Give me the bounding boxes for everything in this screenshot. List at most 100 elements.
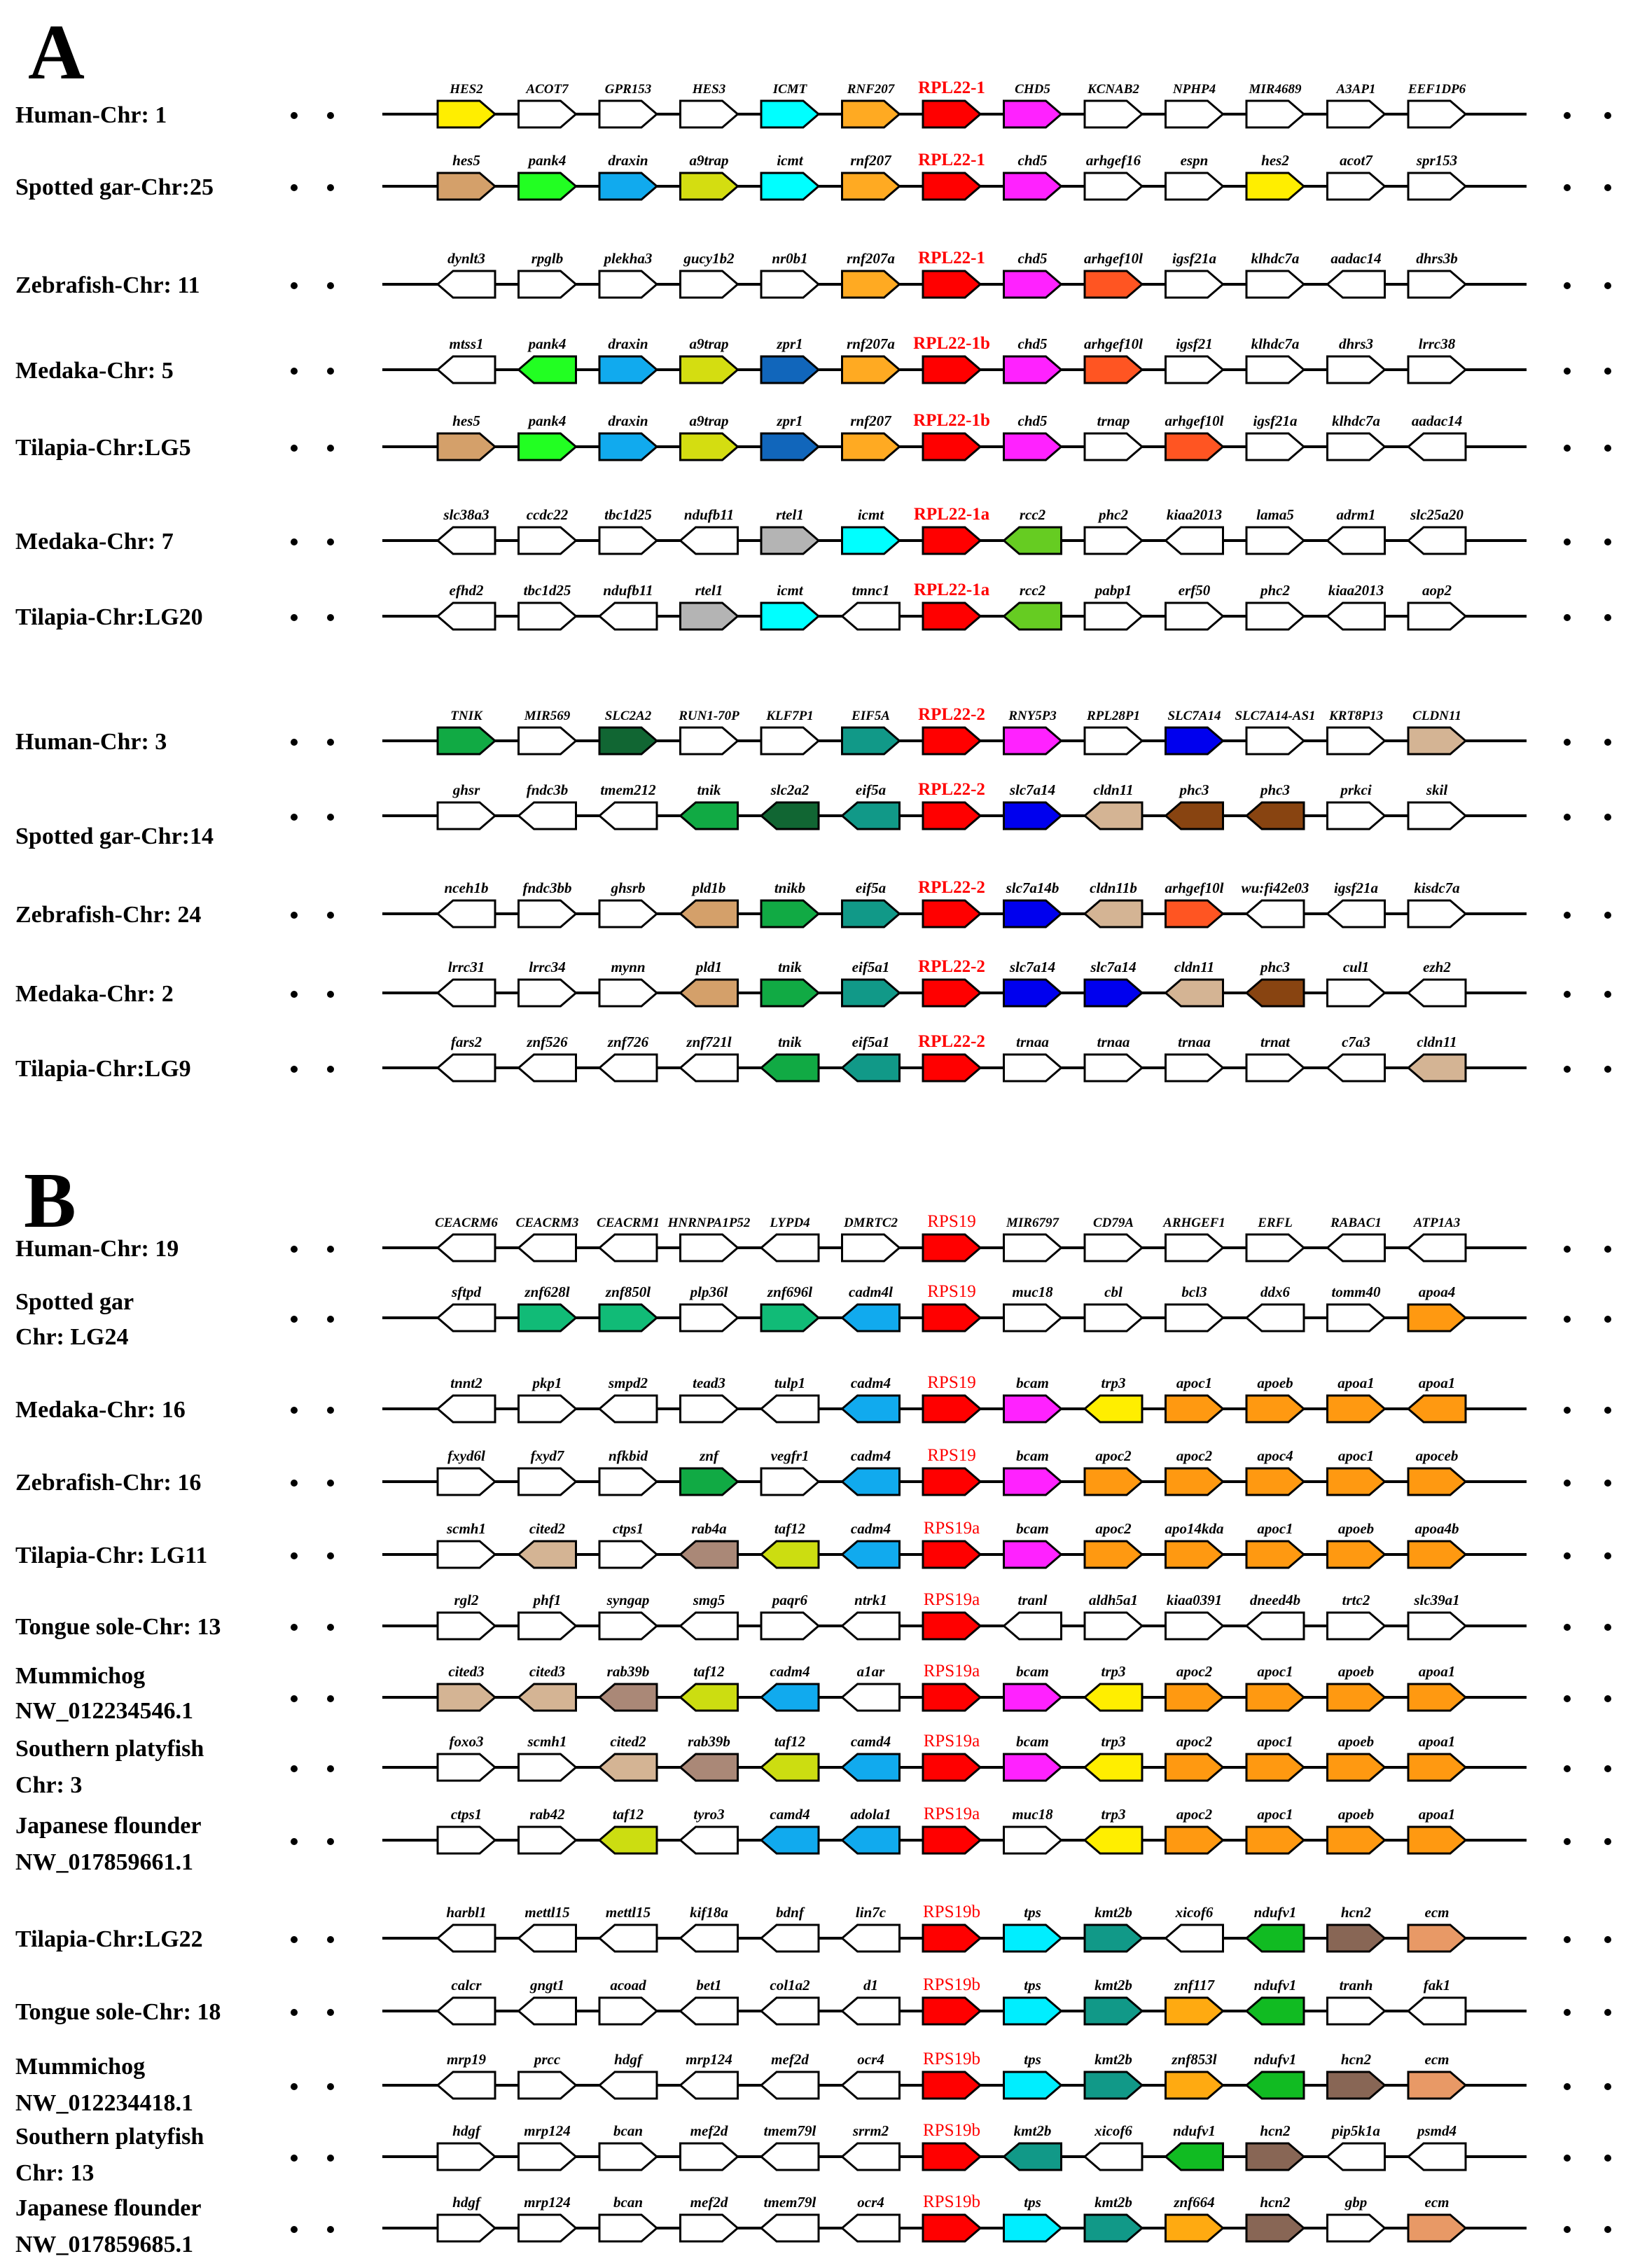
gene-label: chd5	[1018, 152, 1048, 169]
gene-label: nceh1b	[445, 879, 489, 896]
gene-label: ndufb11	[684, 506, 734, 523]
gene-arrow	[840, 801, 901, 830]
gene-label: igsf21a	[1334, 879, 1378, 896]
gene-arrow	[679, 1233, 739, 1262]
ellipsis-dot	[291, 282, 298, 289]
ellipsis-dot	[327, 912, 334, 919]
gene-arrow	[922, 1923, 982, 1953]
gene-label: kif18a	[690, 1904, 728, 1921]
gene-arrow	[679, 1540, 739, 1569]
gene-label: apoc1	[1338, 1447, 1374, 1464]
gene-arrow	[1407, 355, 1468, 384]
gene-arrow	[1407, 1611, 1468, 1641]
gene-label: cadm4	[851, 1447, 891, 1464]
gene-label: taf12	[693, 1663, 725, 1680]
gene-label: icmt	[858, 506, 884, 523]
species-label: Southern platyfish	[15, 1736, 204, 1762]
gene-arrow	[598, 978, 659, 1008]
ellipsis-dot	[327, 184, 334, 191]
gene-arrow	[1245, 2213, 1306, 2243]
gene-arrow	[1083, 1394, 1144, 1424]
gene-arrow	[1165, 99, 1225, 129]
gene-label: tbc1d25	[604, 506, 652, 523]
ellipsis-dot	[291, 1552, 298, 1559]
gene-label: prcc	[533, 2051, 561, 2068]
gene-arrow	[436, 899, 496, 928]
gene-label: ecm	[1425, 1904, 1450, 1921]
gene-arrow	[1245, 1053, 1306, 1083]
gene-label: apoc2	[1176, 1447, 1213, 1464]
gene-arrow	[1083, 1053, 1144, 1083]
gene-arrow	[759, 2213, 820, 2243]
gene-arrow	[922, 1683, 982, 1712]
gene-label: slc7a14	[1009, 959, 1055, 975]
gene-label: aldh5a1	[1089, 1592, 1138, 1608]
gene-label: ecm	[1425, 2194, 1450, 2211]
gene-arrow	[517, 899, 578, 928]
gene-label: CEACRM6	[435, 1216, 498, 1230]
gene-label: znf853l	[1171, 2051, 1216, 2068]
gene-label: skil	[1426, 781, 1448, 798]
gene-arrow	[1326, 1303, 1387, 1333]
gene-label: spr153	[1416, 152, 1457, 169]
species-label: Mummichog	[15, 2054, 145, 2080]
gene-arrow	[1165, 1753, 1225, 1782]
gene-arrow	[1407, 1683, 1468, 1712]
gene-arrow	[436, 172, 497, 201]
gene-arrow	[922, 2213, 982, 2243]
gene-label: rab42	[529, 1806, 565, 1823]
gene-label: dneed4b	[1250, 1592, 1300, 1608]
gene-arrow	[1003, 1923, 1063, 1953]
gene-label: LYPD4	[769, 1216, 809, 1230]
gene-label: apoa1	[1419, 1806, 1456, 1823]
gene-arrow	[1326, 1996, 1387, 2026]
gene-label: rtel1	[695, 582, 723, 599]
gene-arrow	[1326, 1540, 1387, 1569]
gene-label: harbl1	[446, 1904, 486, 1921]
ellipsis-dot	[291, 739, 298, 746]
gene-arrow	[1165, 1825, 1225, 1855]
gene-arrow	[679, 1611, 739, 1641]
gene-label: RPS19a	[924, 1590, 980, 1609]
gene-label: xicof6	[1094, 2122, 1132, 2139]
gene-arrow	[679, 355, 739, 384]
ellipsis-dot	[291, 1936, 298, 1943]
gene-label: tmem79l	[764, 2194, 816, 2211]
ellipsis-dot	[327, 1066, 334, 1073]
gene-label: aadac14	[1330, 250, 1381, 267]
gene-arrow	[841, 355, 901, 384]
gene-label: ddx6	[1260, 1283, 1291, 1300]
ellipsis-dot	[1564, 1838, 1571, 1845]
gene-arrow	[1326, 1053, 1386, 1083]
gene-arrow	[436, 2142, 497, 2171]
gene-label: trtc2	[1342, 1592, 1370, 1608]
gene-arrow	[922, 355, 982, 384]
gene-arrow	[922, 726, 982, 756]
gene-label: mrp124	[686, 2051, 732, 2068]
gene-label: cul1	[1343, 959, 1369, 975]
gene-arrow	[1003, 432, 1063, 461]
ellipsis-dot	[1564, 2009, 1571, 2016]
gene-label: kmt2b	[1094, 2051, 1132, 2068]
gene-arrow	[1165, 1394, 1225, 1424]
ellipsis-dot	[327, 2226, 334, 2233]
gene-arrow	[1406, 526, 1467, 555]
gene-label: TNIK	[450, 709, 483, 723]
ellipsis-dot	[1564, 991, 1571, 998]
gene-arrow	[1003, 801, 1063, 830]
gene-arrow	[922, 978, 982, 1008]
gene-arrow	[760, 899, 821, 928]
gene-arrow	[840, 2213, 901, 2243]
gene-label: GPR153	[605, 82, 652, 97]
gene-arrow	[1245, 601, 1306, 631]
ellipsis-dot	[327, 1838, 334, 1845]
gene-label: adola1	[850, 1806, 891, 1823]
gene-label: ndufb11	[603, 582, 653, 599]
gene-label: SLC7A14	[1167, 709, 1221, 723]
gene-label: rnf207	[850, 412, 892, 429]
gene-label: rtel1	[776, 506, 804, 523]
gene-arrow	[517, 1303, 578, 1333]
gene-arrow	[436, 1683, 497, 1712]
gene-label: d1	[863, 1977, 878, 1994]
